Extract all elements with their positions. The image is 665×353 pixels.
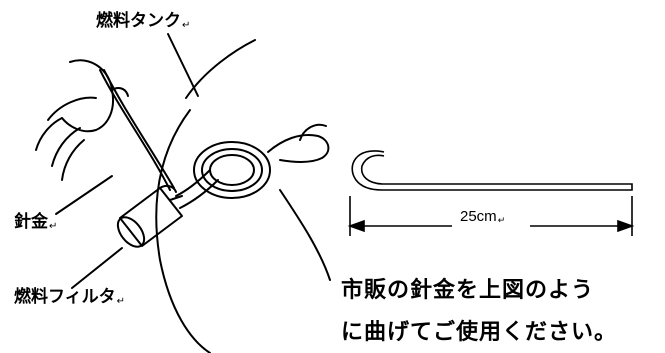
fuel-tank-label: 燃料タンク↵ [96, 11, 191, 31]
return-mark-icon: ↵ [49, 221, 58, 232]
length-dimension-label: 25cm↵ [456, 208, 510, 226]
fuel-filter-label: 燃料フィルタ↵ [14, 287, 126, 307]
return-mark-icon: ↵ [116, 296, 126, 307]
wire-in-tank [99, 69, 171, 191]
return-mark-icon: ↵ [182, 20, 191, 31]
return-mark-icon: ↵ [497, 215, 506, 225]
caption-line-2: に曲げてご使用ください。 [341, 320, 618, 345]
wire-label: 針金↵ [14, 212, 58, 232]
fuel-filter-drawing [116, 184, 183, 248]
caption-line-1: 市販の針金を上図のよう [341, 278, 595, 303]
second-hand-drawing [267, 134, 330, 163]
fuel-tank-drawing [185, 39, 256, 99]
bent-wire [351, 150, 633, 191]
bent-wire-diagram [347, 150, 635, 236]
